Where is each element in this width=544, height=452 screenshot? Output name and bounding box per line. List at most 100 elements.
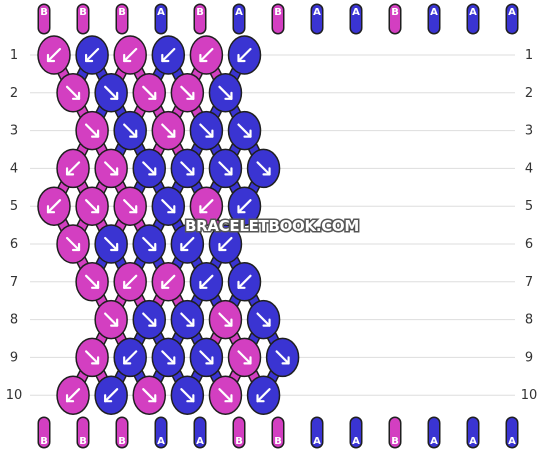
knot: [227, 35, 262, 75]
knot: [246, 148, 281, 189]
knot: [56, 224, 90, 264]
row-label-right: 7: [525, 275, 533, 290]
knot: [246, 375, 281, 415]
knot-arrow-icon: [84, 350, 100, 365]
knot-arrow-icon: [84, 47, 100, 63]
knot: [75, 110, 109, 151]
knot-arrow-icon: [65, 388, 81, 403]
knot-arrow-icon: [218, 85, 233, 100]
row-label-left: 8: [10, 313, 18, 328]
knot: [151, 337, 186, 378]
row-label-left: 3: [10, 124, 18, 139]
knot-arrow-icon: [237, 47, 252, 63]
knot-arrow-icon: [104, 388, 119, 403]
knot-arrow-icon: [180, 312, 195, 327]
knot: [246, 299, 281, 340]
knot: [113, 337, 147, 378]
row-label-left: 9: [10, 350, 18, 365]
strand-end-bottom-label: A: [157, 436, 165, 447]
knot-arrow-icon: [104, 161, 119, 176]
knot-arrow-icon: [161, 47, 176, 63]
strand-end-bottom-label: B: [274, 436, 282, 447]
strand-end-top-label: A: [352, 7, 360, 18]
knot: [56, 148, 90, 189]
knot-arrow-icon: [104, 236, 119, 252]
strand-end-bottom-label: B: [118, 436, 126, 447]
knot: [170, 375, 205, 415]
strand-end-top-label: A: [469, 7, 477, 18]
knot-arrow-icon: [142, 312, 157, 327]
watermark: BRACELETBOOK.COM: [185, 217, 359, 235]
knot-arrow-icon: [123, 47, 138, 63]
strand-end-top-label: A: [157, 7, 165, 18]
knot-arrow-icon: [275, 350, 290, 365]
knot-arrow-icon: [142, 85, 157, 100]
knot: [132, 224, 166, 264]
knot: [208, 299, 243, 340]
row-label-right: 3: [525, 124, 533, 139]
knot: [94, 299, 128, 340]
knot-arrow-icon: [256, 161, 271, 176]
knot-arrow-icon: [180, 388, 195, 403]
knot: [208, 375, 243, 415]
knot: [132, 148, 166, 189]
knot: [113, 110, 147, 151]
knot-arrow-icon: [161, 274, 176, 289]
knot: [75, 262, 109, 302]
knot-arrow-icon: [123, 123, 138, 138]
row-label-right: 5: [525, 199, 533, 214]
strand-end-bottom-label: A: [469, 436, 477, 447]
knot-arrow-icon: [65, 161, 81, 176]
strand-end-bottom-label: A: [430, 436, 438, 447]
knot-arrow-icon: [84, 274, 100, 289]
knot: [56, 375, 90, 415]
knot-arrow-icon: [84, 123, 100, 138]
knot-arrow-icon: [180, 85, 195, 100]
strand-end-top-label: A: [313, 7, 321, 18]
row-label-right: 8: [525, 313, 533, 328]
knot-arrow-icon: [218, 312, 233, 327]
knot-arrow-icon: [237, 274, 252, 289]
knot: [132, 73, 166, 113]
knot: [189, 110, 224, 151]
strand-end-top-label: B: [196, 7, 204, 18]
knot: [170, 73, 205, 113]
knot-arrow-icon: [218, 161, 233, 176]
strand-end-bottom-label: B: [391, 436, 399, 447]
strand-end-top-label: A: [508, 7, 516, 18]
knot-arrow-icon: [180, 236, 195, 252]
strand-end-bottom-label: A: [313, 436, 321, 447]
knot-arrow-icon: [256, 388, 271, 403]
strand-end-top-label: B: [391, 7, 399, 18]
knot: [265, 337, 300, 378]
knot-grid: [37, 35, 300, 415]
knot-arrow-icon: [161, 123, 176, 138]
knot: [151, 186, 186, 226]
knot: [132, 375, 166, 415]
knot: [170, 224, 205, 264]
strand-end-bottom-label: A: [352, 436, 360, 447]
knot: [151, 35, 186, 75]
knot: [208, 73, 243, 113]
strand-end-top-label: B: [274, 7, 282, 18]
knot: [113, 35, 147, 75]
knot-arrow-icon: [142, 161, 157, 176]
knot-arrow-icon: [46, 199, 62, 214]
row-label-left: 6: [10, 237, 18, 252]
row-label-right: 2: [525, 86, 533, 101]
knot: [189, 186, 224, 226]
knot-arrow-icon: [123, 274, 138, 289]
knot-arrow-icon: [237, 350, 252, 365]
row-label-left: 2: [10, 86, 18, 101]
knot: [189, 35, 224, 75]
knot: [94, 375, 128, 415]
knot: [94, 224, 128, 264]
knot: [151, 110, 186, 151]
strand-end-bottom-label: B: [235, 436, 243, 447]
knot-arrow-icon: [84, 199, 100, 214]
strand-end-bottom-label: B: [40, 436, 48, 447]
row-label-right: 1: [525, 48, 533, 63]
